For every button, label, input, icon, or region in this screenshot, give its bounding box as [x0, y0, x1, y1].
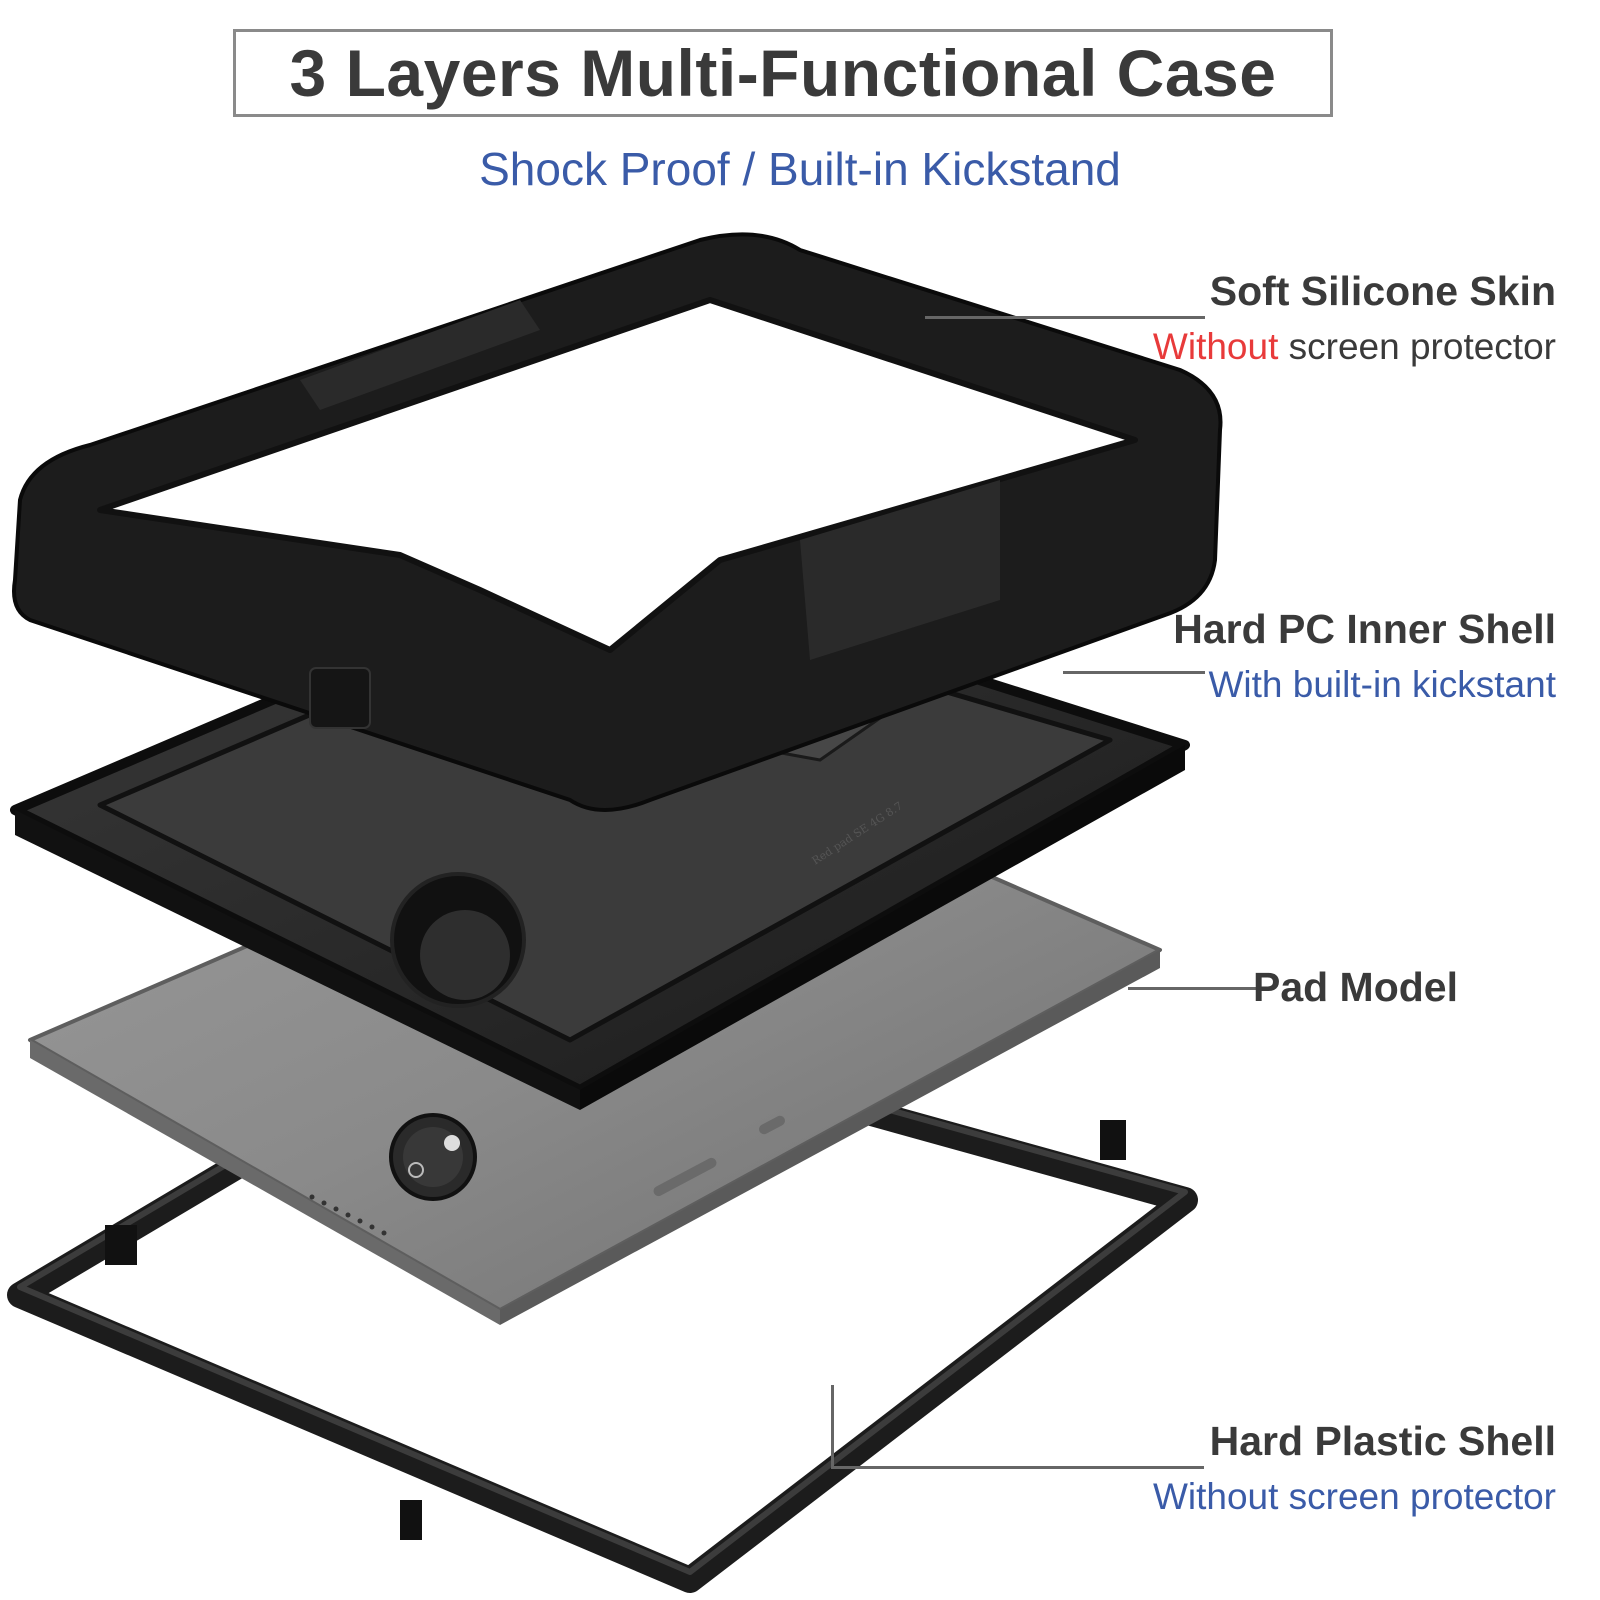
callout-title-plastic-shell: Hard Plastic Shell [1209, 1418, 1556, 1464]
camera-lens-icon [444, 1135, 460, 1151]
callout-line-inner-shell [1063, 671, 1205, 674]
callout-line-silicone [925, 316, 1205, 319]
clip-tab [400, 1500, 422, 1540]
callout-line-plastic-vertical [831, 1385, 834, 1469]
callout-sub-silicone: Without screen protector [1153, 326, 1556, 368]
callout-title-silicone: Soft Silicone Skin [1209, 268, 1556, 314]
grip-texture [300, 300, 540, 410]
clip-tab [105, 1225, 137, 1265]
power-button [759, 1115, 785, 1135]
clip-tab [1100, 1120, 1126, 1160]
title-box: 3 Layers Multi-Functional Case [233, 29, 1333, 117]
callout-sub-plastic-shell: Without screen protector [1152, 1476, 1556, 1517]
volume-button [653, 1157, 717, 1197]
soft-silicone-skin [12, 232, 1223, 812]
callout-line-plastic-horizontal [831, 1466, 1204, 1469]
callout-title-inner-shell: Hard PC Inner Shell [1173, 606, 1556, 652]
grip-texture [800, 480, 1000, 660]
callout-sub-rest: screen protector [1278, 326, 1556, 367]
screen-opening [97, 297, 1138, 653]
callout-sub-inner-shell: With built-in kickstant [1208, 664, 1557, 705]
vent-grille [309, 667, 371, 729]
flash-icon [408, 1162, 424, 1178]
page-title: 3 Layers Multi-Functional Case [289, 36, 1277, 110]
callout-line-pad [1128, 987, 1260, 990]
callout-sub-highlight: Without [1152, 326, 1279, 367]
callout-title-pad: Pad Model [1252, 964, 1458, 1010]
page-subtitle: Shock Proof / Built-in Kickstand [479, 143, 1121, 195]
